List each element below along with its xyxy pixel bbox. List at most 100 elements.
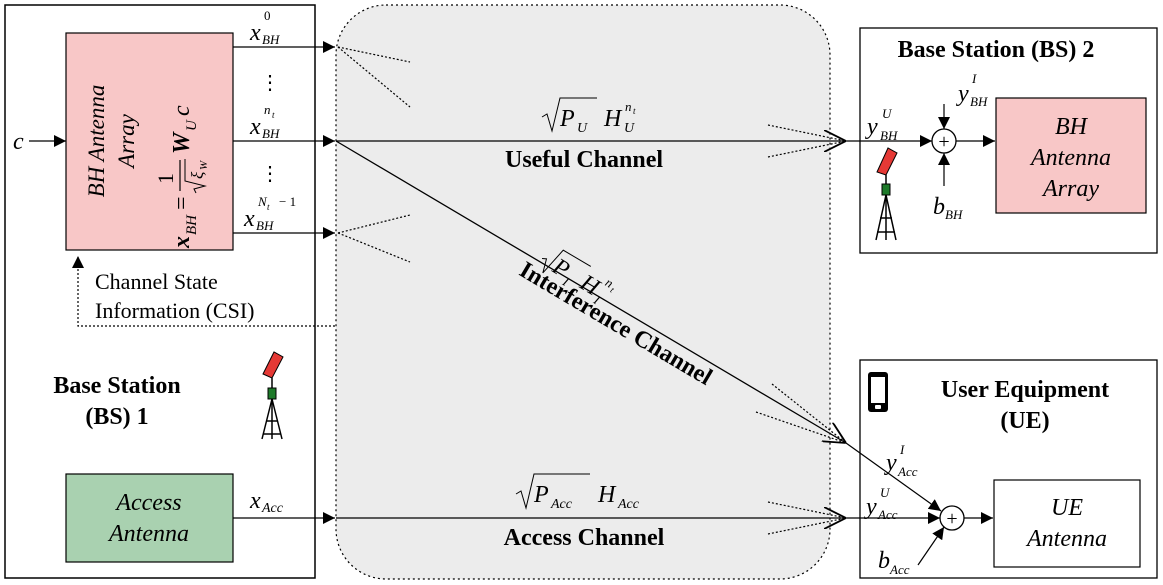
csi-feedback-line xyxy=(72,256,335,327)
svg-text:BH: BH xyxy=(262,32,280,47)
precoder-c: c xyxy=(169,105,195,116)
vertical-dots-1: ⋮ xyxy=(260,72,280,94)
bs2-input-U-label: y BH U xyxy=(865,106,898,143)
svg-text:BH: BH xyxy=(256,218,274,233)
svg-text:t: t xyxy=(272,110,275,120)
bs2-array-label: BH Antenna Array xyxy=(1029,114,1111,202)
precoder-w: W xyxy=(169,131,195,154)
svg-text:U: U xyxy=(882,106,893,121)
bs2-bh-antenna-array-block xyxy=(995,97,1147,214)
svg-text:x: x xyxy=(249,488,261,514)
svg-text:P: P xyxy=(559,106,575,132)
svg-text:0: 0 xyxy=(264,8,271,23)
ue-antenna-block xyxy=(993,479,1141,568)
access-output-label: x Acc xyxy=(249,488,284,516)
svg-text:t: t xyxy=(609,285,617,295)
vertical-dots-2: ⋮ xyxy=(260,163,280,185)
svg-text:y: y xyxy=(865,114,878,140)
access-channel-label: Access Channel xyxy=(504,525,665,551)
access-antenna-line1: Access xyxy=(114,490,181,516)
channel-region xyxy=(335,4,831,580)
useful-channel-expression: P U H U n t xyxy=(541,97,636,136)
svg-text:Antenna: Antenna xyxy=(1025,526,1107,552)
precoder-lhs: x xyxy=(169,236,195,249)
ue-title-line2: (UE) xyxy=(1000,408,1049,434)
bs2-title: Base Station (BS) 2 xyxy=(898,37,1095,63)
svg-text:UE: UE xyxy=(1051,495,1083,521)
svg-text:I: I xyxy=(971,71,977,86)
csi-label-line1: Channel State xyxy=(95,269,218,294)
bs1-title: Base Station (BS) 1 xyxy=(53,373,180,430)
antenna-tower-icon xyxy=(875,147,898,241)
precoder-den-sub: W xyxy=(198,160,210,170)
ue-title: User Equipment (UE) xyxy=(941,377,1109,434)
svg-text:y: y xyxy=(864,494,877,520)
svg-text:BH: BH xyxy=(1055,114,1089,140)
svg-text:Array: Array xyxy=(1041,176,1099,202)
ue-input-U-label: y Acc U xyxy=(864,485,898,522)
bh-array-label: BH Antenna Array xyxy=(84,85,139,198)
bs2-sum-sign: + xyxy=(938,131,949,153)
svg-text:− 1: − 1 xyxy=(279,194,296,209)
bh-array-label-line2: Array xyxy=(114,113,139,169)
access-channel-expression: P Acc H Acc xyxy=(515,473,640,512)
svg-text:x: x xyxy=(249,114,261,140)
precoder-w-sub: U xyxy=(184,119,200,131)
svg-text:Acc: Acc xyxy=(617,497,640,512)
tx-beams xyxy=(337,46,847,535)
svg-text:BH: BH xyxy=(880,128,898,143)
bs2-noise-label: b BH xyxy=(933,194,963,222)
svg-text:Acc: Acc xyxy=(261,501,284,516)
svg-text:U: U xyxy=(577,121,588,136)
svg-text:BH: BH xyxy=(945,207,963,222)
output-label-nt: x BH n t xyxy=(249,102,280,141)
svg-text:t: t xyxy=(633,106,636,116)
smartphone-icon xyxy=(868,372,888,412)
svg-text:N: N xyxy=(257,194,268,209)
svg-text:Acc: Acc xyxy=(877,507,898,522)
csi-label-line2: Information (CSI) xyxy=(95,298,254,323)
svg-text:P: P xyxy=(533,482,549,508)
svg-text:y: y xyxy=(884,450,897,476)
useful-channel-label: Useful Channel xyxy=(505,147,663,173)
ue-noise-label: b Acc xyxy=(878,548,910,577)
precoder-lhs-sub: BH xyxy=(184,214,200,235)
bs1-title-line1: Base Station xyxy=(53,373,180,399)
svg-text:x: x xyxy=(249,20,261,46)
svg-text:H: H xyxy=(603,106,623,132)
svg-text:Antenna: Antenna xyxy=(1029,145,1111,171)
input-c: c xyxy=(13,129,24,155)
svg-text:Acc: Acc xyxy=(550,497,573,512)
csi-label: Channel State Information (CSI) xyxy=(95,269,254,323)
precoder-equation: x BH = 1 ξ W W U c xyxy=(153,105,210,249)
svg-text:I: I xyxy=(899,442,905,457)
svg-text:b: b xyxy=(878,548,890,574)
svg-text:Acc: Acc xyxy=(889,562,910,577)
output-label-Nt: x BH N t − 1 xyxy=(243,194,296,233)
access-antenna-block xyxy=(65,473,234,563)
svg-text:Acc: Acc xyxy=(897,464,918,479)
svg-text:H: H xyxy=(597,482,617,508)
precoder-eq: = xyxy=(169,196,195,210)
ue-antenna-label: UE Antenna xyxy=(1025,495,1107,552)
ue-input-I-label: y Acc I xyxy=(884,442,918,479)
antenna-tower-icon xyxy=(261,351,284,440)
output-label-0: x BH 0 xyxy=(249,8,280,47)
svg-text:y: y xyxy=(956,81,969,107)
svg-text:t: t xyxy=(267,202,270,212)
bh-array-label-line1: BH Antenna xyxy=(84,85,109,198)
svg-text:BH: BH xyxy=(970,94,988,109)
interference-channel-line xyxy=(335,140,846,443)
precoder-num: 1 xyxy=(153,173,178,184)
svg-text:x: x xyxy=(243,206,255,232)
svg-text:U: U xyxy=(624,121,635,136)
access-antenna-label: Access Antenna xyxy=(107,490,189,547)
svg-text:U: U xyxy=(880,485,891,500)
svg-text:n: n xyxy=(264,102,271,117)
ue-title-line1: User Equipment xyxy=(941,377,1109,403)
ue-sum-sign: + xyxy=(946,508,957,530)
svg-text:BH: BH xyxy=(262,126,280,141)
svg-text:b: b xyxy=(933,194,945,220)
svg-text:n: n xyxy=(625,99,632,114)
